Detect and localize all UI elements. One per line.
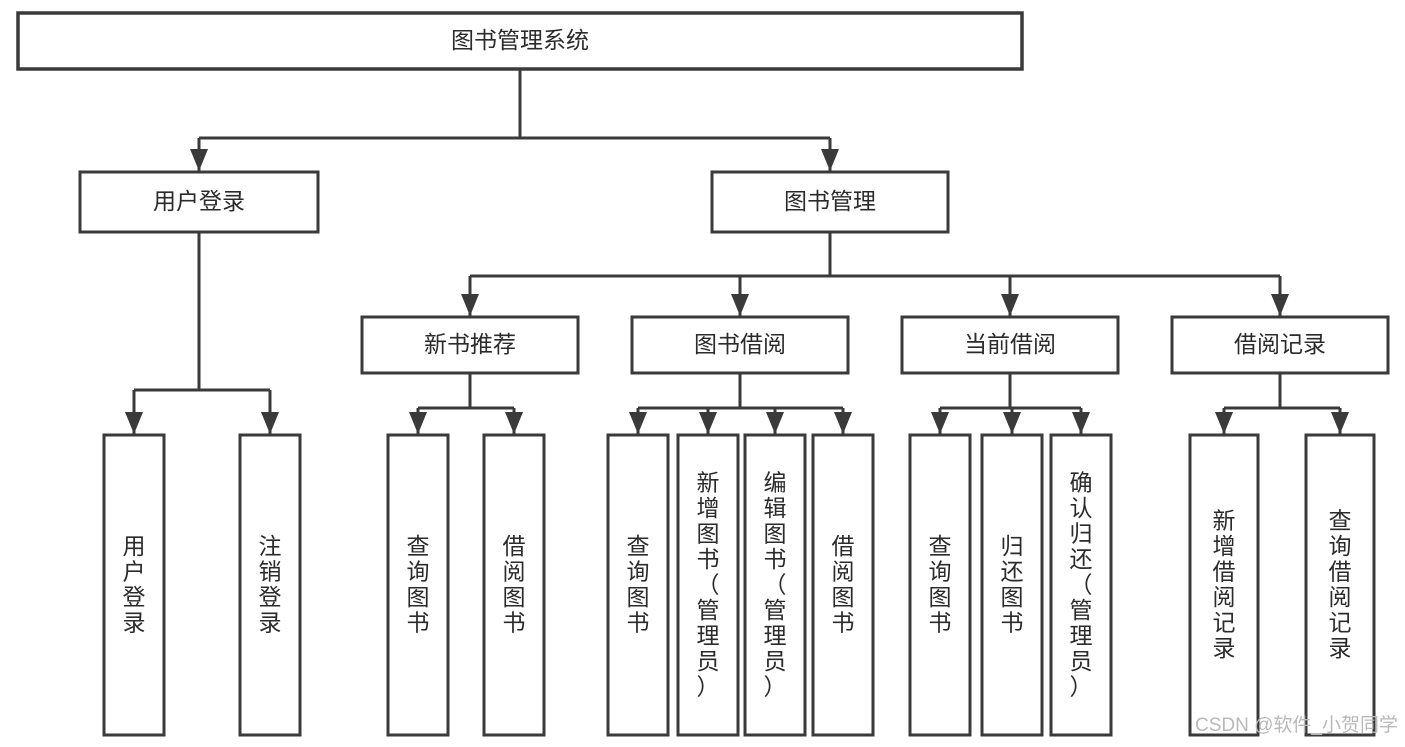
node-level2-2[interactable]: 当前借阅 xyxy=(900,315,1120,375)
arrow-head-icon xyxy=(629,412,647,434)
node-box[interactable] xyxy=(16,11,1024,71)
arrow-head-icon xyxy=(834,412,852,434)
arrow-head-icon xyxy=(505,412,523,434)
edge-group xyxy=(409,373,523,434)
node-box[interactable] xyxy=(1304,433,1376,737)
node-box[interactable] xyxy=(676,433,740,737)
nodes-layer: 图书管理系统用户登录图书管理新书推荐图书借阅当前借阅借阅记录用户登录注销登录查询… xyxy=(16,11,1390,737)
arrow-head-icon xyxy=(125,412,143,434)
arrow-head-icon xyxy=(821,149,839,171)
node-box[interactable] xyxy=(482,433,546,737)
node-label: 图书管理 xyxy=(784,188,876,214)
arrow-head-icon xyxy=(699,412,717,434)
node-leaf-5[interactable]: 新增图书（管理员） xyxy=(676,433,740,737)
node-label: 查询借阅记录 xyxy=(1329,508,1352,662)
node-label: 借阅图书 xyxy=(832,533,855,636)
node-label: 用户登录 xyxy=(123,533,146,636)
edge-group xyxy=(1215,373,1349,434)
node-box[interactable] xyxy=(1170,315,1390,375)
node-box[interactable] xyxy=(900,315,1120,375)
node-label: 新增借阅记录 xyxy=(1213,508,1236,662)
node-label: 借阅图书 xyxy=(503,533,526,636)
arrow-head-icon xyxy=(461,294,479,316)
node-label: 编辑图书（管理员） xyxy=(764,469,787,699)
node-leaf-0[interactable]: 用户登录 xyxy=(102,433,166,737)
node-box[interactable] xyxy=(606,433,670,737)
node-label: 当前借阅 xyxy=(964,331,1056,357)
node-leaf-9[interactable]: 归还图书 xyxy=(980,433,1044,737)
node-label: 图书管理系统 xyxy=(451,27,589,53)
node-leaf-4[interactable]: 查询图书 xyxy=(606,433,670,737)
node-box[interactable] xyxy=(386,433,450,737)
node-level1-1[interactable]: 图书管理 xyxy=(710,170,950,234)
node-root-0[interactable]: 图书管理系统 xyxy=(16,11,1024,71)
edge-group xyxy=(125,232,279,434)
node-box[interactable] xyxy=(743,433,807,737)
edge-group xyxy=(190,69,839,171)
arrow-head-icon xyxy=(1271,294,1289,316)
node-box[interactable] xyxy=(710,170,950,234)
arrow-head-icon xyxy=(1003,412,1021,434)
node-level1-0[interactable]: 用户登录 xyxy=(78,170,320,234)
node-leaf-1[interactable]: 注销登录 xyxy=(238,433,302,737)
node-label: 查询图书 xyxy=(929,533,952,636)
arrow-head-icon xyxy=(931,412,949,434)
arrow-head-icon xyxy=(409,412,427,434)
node-label: 确认归还（管理员） xyxy=(1070,469,1093,699)
arrow-head-icon xyxy=(766,412,784,434)
edge-group xyxy=(931,373,1090,434)
arrow-head-icon xyxy=(1001,294,1019,316)
csdn-watermark: CSDN @软件_小贺同学 xyxy=(1195,714,1398,736)
arrow-head-icon xyxy=(190,149,208,171)
node-box[interactable] xyxy=(980,433,1044,737)
arrow-head-icon xyxy=(1331,412,1349,434)
edge-group xyxy=(629,373,852,434)
arrow-head-icon xyxy=(1215,412,1233,434)
node-leaf-3[interactable]: 借阅图书 xyxy=(482,433,546,737)
node-label: 借阅记录 xyxy=(1234,331,1326,357)
node-box[interactable] xyxy=(811,433,875,737)
arrow-head-icon xyxy=(1072,412,1090,434)
node-label: 查询图书 xyxy=(407,533,430,636)
node-level2-1[interactable]: 图书借阅 xyxy=(630,315,850,375)
node-box[interactable] xyxy=(238,433,302,737)
node-box[interactable] xyxy=(1049,433,1113,737)
node-leaf-7[interactable]: 借阅图书 xyxy=(811,433,875,737)
edge-group xyxy=(461,232,1289,316)
node-box[interactable] xyxy=(908,433,972,737)
node-label: 图书借阅 xyxy=(694,331,786,357)
node-label: 归还图书 xyxy=(1001,533,1024,636)
node-label: 新增图书（管理员） xyxy=(697,469,720,699)
node-leaf-2[interactable]: 查询图书 xyxy=(386,433,450,737)
node-label: 新书推荐 xyxy=(424,331,516,357)
node-leaf-11[interactable]: 新增借阅记录 xyxy=(1188,433,1260,737)
node-leaf-10[interactable]: 确认归还（管理员） xyxy=(1049,433,1113,737)
node-label: 注销登录 xyxy=(259,533,282,636)
arrow-head-icon xyxy=(261,412,279,434)
node-label: 用户登录 xyxy=(153,188,245,214)
node-box[interactable] xyxy=(78,170,320,234)
node-leaf-8[interactable]: 查询图书 xyxy=(908,433,972,737)
node-label: 查询图书 xyxy=(627,533,650,636)
node-leaf-6[interactable]: 编辑图书（管理员） xyxy=(743,433,807,737)
node-level2-0[interactable]: 新书推荐 xyxy=(360,315,580,375)
node-level2-3[interactable]: 借阅记录 xyxy=(1170,315,1390,375)
edges-layer xyxy=(125,69,1349,434)
node-box[interactable] xyxy=(630,315,850,375)
node-box[interactable] xyxy=(102,433,166,737)
node-box[interactable] xyxy=(1188,433,1260,737)
node-leaf-12[interactable]: 查询借阅记录 xyxy=(1304,433,1376,737)
node-box[interactable] xyxy=(360,315,580,375)
arrow-head-icon xyxy=(731,294,749,316)
